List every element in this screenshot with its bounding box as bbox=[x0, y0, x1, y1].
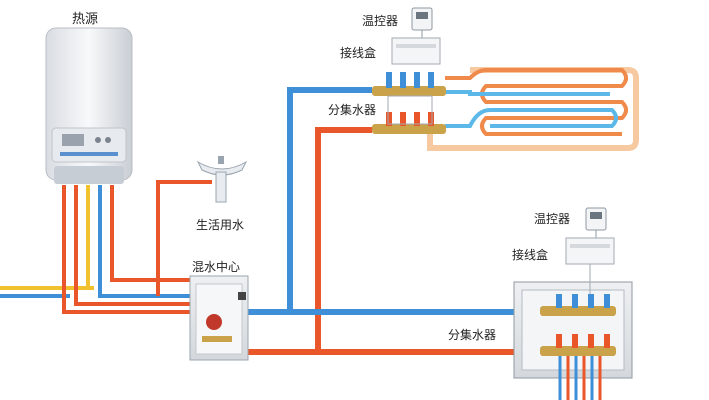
thermostat-top-icon bbox=[411, 7, 433, 31]
manifold-bottom-outlets bbox=[558, 356, 602, 400]
label-manifold-bottom: 分集水器 bbox=[448, 328, 497, 342]
label-mixing-center: 混水中心 bbox=[192, 260, 241, 274]
label-heat-source: 热源 bbox=[72, 12, 99, 27]
label-junction-box-top: 接线盒 bbox=[340, 46, 377, 60]
pump-icon bbox=[206, 314, 222, 330]
boiler-hot-pipe-3 bbox=[110, 185, 190, 282]
left-supply-lines bbox=[0, 286, 94, 298]
label-thermostat-top: 温控器 bbox=[362, 14, 399, 28]
mixing-unit-icon bbox=[189, 275, 249, 361]
top-return-pipe bbox=[246, 127, 372, 355]
label-domestic-water: 生活用水 bbox=[196, 218, 245, 232]
thermostat-bottom-icon bbox=[585, 207, 607, 231]
floor-loop-cold bbox=[445, 90, 610, 96]
boiler-hot-pipe-1 bbox=[62, 185, 190, 314]
domestic-hot-pipe bbox=[156, 180, 212, 296]
manifold-top-icon bbox=[372, 72, 446, 134]
floor-loop-cold-2 bbox=[445, 108, 618, 128]
label-junction-box-bottom: 接线盒 bbox=[512, 248, 549, 262]
top-supply-pipe bbox=[246, 87, 372, 315]
boiler-hot-pipe-2 bbox=[74, 185, 190, 306]
label-thermostat-bottom: 温控器 bbox=[534, 212, 571, 226]
manifold-bottom-pipes bbox=[290, 309, 540, 355]
wall-boiler-icon bbox=[45, 27, 133, 184]
manifold-top-pipes bbox=[246, 87, 372, 355]
washbasin-icon bbox=[196, 156, 248, 203]
junction-box-bottom-icon bbox=[565, 237, 615, 265]
junction-box-top-icon bbox=[391, 37, 441, 65]
floor-heating-loops bbox=[427, 67, 639, 151]
floor-loop-outer bbox=[427, 67, 639, 151]
label-manifold-top: 分集水器 bbox=[328, 103, 377, 117]
manifold-bottom-icon bbox=[540, 294, 616, 356]
boiler-pipes bbox=[62, 180, 212, 314]
